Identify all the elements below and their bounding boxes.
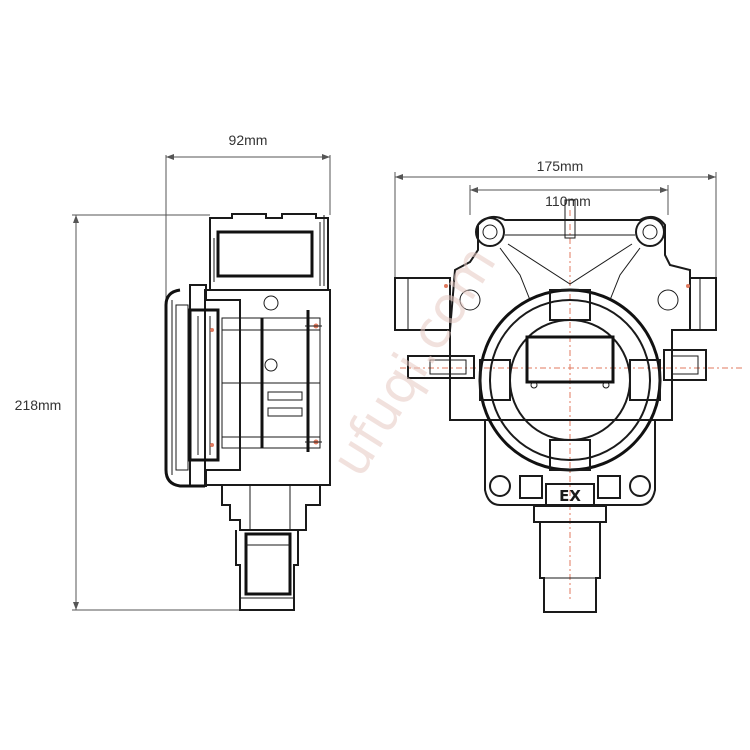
dimension-92mm: 92mm	[165, 132, 331, 300]
latch-left	[407, 355, 475, 379]
ex-mark-label: EX	[559, 487, 581, 505]
top-cover	[216, 230, 314, 278]
bottom-hole-left	[489, 475, 511, 497]
sensor-neck	[533, 505, 607, 523]
mount-hole-right	[635, 217, 665, 247]
mount-hole-left	[475, 217, 505, 247]
dimension-label-92mm: 92mm	[229, 132, 268, 148]
dimension-label-175mm: 175mm	[537, 158, 584, 174]
dimension-110mm: 110mm	[469, 185, 669, 215]
dimension-label-218mm: 218mm	[15, 397, 62, 413]
latch-right	[663, 349, 707, 381]
side-view	[164, 213, 331, 611]
bottom-hole-right	[629, 475, 651, 497]
front-view: EX	[394, 199, 745, 613]
cable-gland-right	[689, 277, 717, 331]
lcd-screen	[525, 335, 615, 384]
dimension-175mm: 175mm	[394, 158, 717, 278]
dimension-label-110mm: 110mm	[545, 193, 591, 209]
cable-gland-left	[394, 277, 451, 331]
dimension-218mm: 218mm	[15, 214, 245, 611]
